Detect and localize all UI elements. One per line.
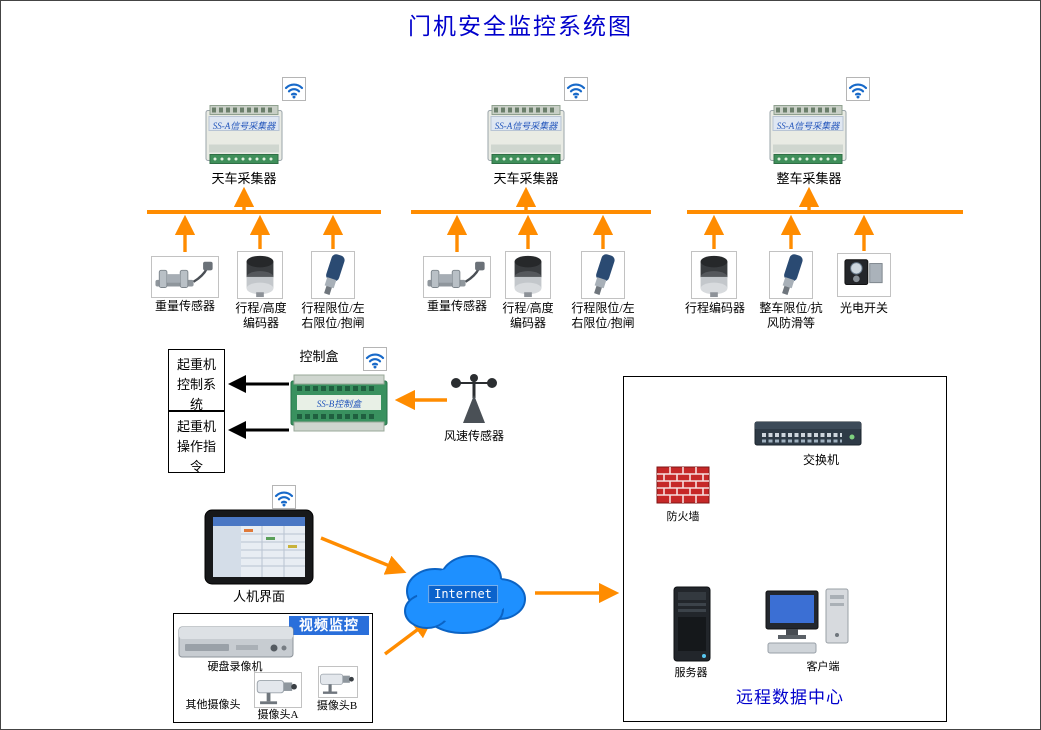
client-label: 客户端 (806, 661, 840, 673)
wifi-icon (363, 347, 387, 371)
collector-label-3: 整车采集器 (776, 171, 842, 186)
crane-control-system-box: 起重机 控制系 统 (168, 349, 225, 412)
sensor-label: 行程限位/左 右限位/抱闸 (301, 301, 365, 330)
control-box-label: 控制盒 (299, 349, 339, 364)
switch-label: 交换机 (802, 453, 839, 467)
control-board-image (289, 373, 389, 433)
camera-a-label: 摄像头A (257, 709, 299, 721)
wifi-icon (564, 77, 588, 101)
datacenter-box: 交换机 防火墙 服务器 客户端 远程数据中心 (623, 376, 947, 722)
wifi-icon (846, 77, 870, 101)
sensor-arrows (174, 214, 875, 252)
collector-board-image (769, 104, 847, 167)
client-image (762, 585, 858, 659)
network-switch-image (754, 417, 862, 449)
collector-board-image (205, 104, 283, 167)
hmi-label: 人机界面 (232, 589, 285, 604)
encoder-image (505, 251, 551, 299)
internet-label: Internet (428, 585, 498, 603)
control-board: SS-B控制盒 (289, 373, 389, 433)
wifi-icon (272, 485, 296, 509)
encoder-image (691, 251, 737, 299)
collector-label-1: 天车采集器 (211, 171, 277, 186)
sensor-label: 行程编码器 (684, 301, 745, 315)
collector-arrows (233, 186, 820, 210)
wifi-icon (282, 77, 306, 101)
sensor-label: 行程/高度 编码器 (502, 301, 554, 330)
video-title: 视频监控 (289, 616, 369, 635)
camera-b-label: 摄像头B (316, 700, 358, 712)
page-title: 门机安全监控系统图 (408, 14, 633, 39)
camera-a-image (254, 672, 302, 708)
photoelectric-switch-image (837, 253, 891, 297)
video-monitoring-box: 视频监控 硬盘录像机 其他摄像头 摄像头A 摄像头B (173, 613, 373, 723)
sensor-label: 行程/高度 编码器 (235, 301, 287, 330)
firewall-image (656, 461, 710, 509)
sensor-label: 重量传感器 (154, 299, 215, 313)
control-arrows (228, 375, 447, 439)
sensor-label: 行程限位/左 右限位/抱闸 (571, 301, 635, 330)
sensor-label: 光电开关 (839, 301, 888, 315)
collector-board-2: SS-A信号采集器 (487, 104, 565, 167)
sensor-label: 整车限位/抗 风防滑等 (759, 301, 823, 330)
collector-label-2: 天车采集器 (493, 171, 559, 186)
firewall-label: 防火墙 (666, 511, 700, 523)
sensor-label: 重量传感器 (426, 299, 487, 313)
cloud-arrows (320, 536, 620, 656)
dvr-image (178, 624, 294, 660)
collector-board-1: SS-A信号采集器 (205, 104, 283, 167)
hmi-tablet-image (204, 509, 314, 585)
limit-switch-image (581, 251, 625, 299)
collector-board-image (487, 104, 565, 167)
camera-b-image (318, 666, 358, 698)
crane-operation-command-box: 起重机 操作指 令 (168, 411, 225, 474)
server-label: 服务器 (674, 667, 708, 679)
wind-sensor-label: 风速传感器 (443, 429, 504, 443)
dvr-label: 硬盘录像机 (207, 661, 263, 673)
datacenter-title: 远程数据中心 (736, 688, 844, 707)
server-image (662, 585, 720, 665)
weight-sensor-image (151, 256, 219, 298)
limit-switch-image (311, 251, 355, 299)
encoder-image (237, 251, 283, 299)
weight-sensor-image (423, 256, 491, 298)
collector-board-3: SS-A信号采集器 (769, 104, 847, 167)
wind-sensor-image (449, 371, 499, 425)
internet-cloud: Internet (393, 543, 533, 643)
limit-switch-image (769, 251, 813, 299)
other-cameras-label: 其他摄像头 (185, 699, 241, 711)
